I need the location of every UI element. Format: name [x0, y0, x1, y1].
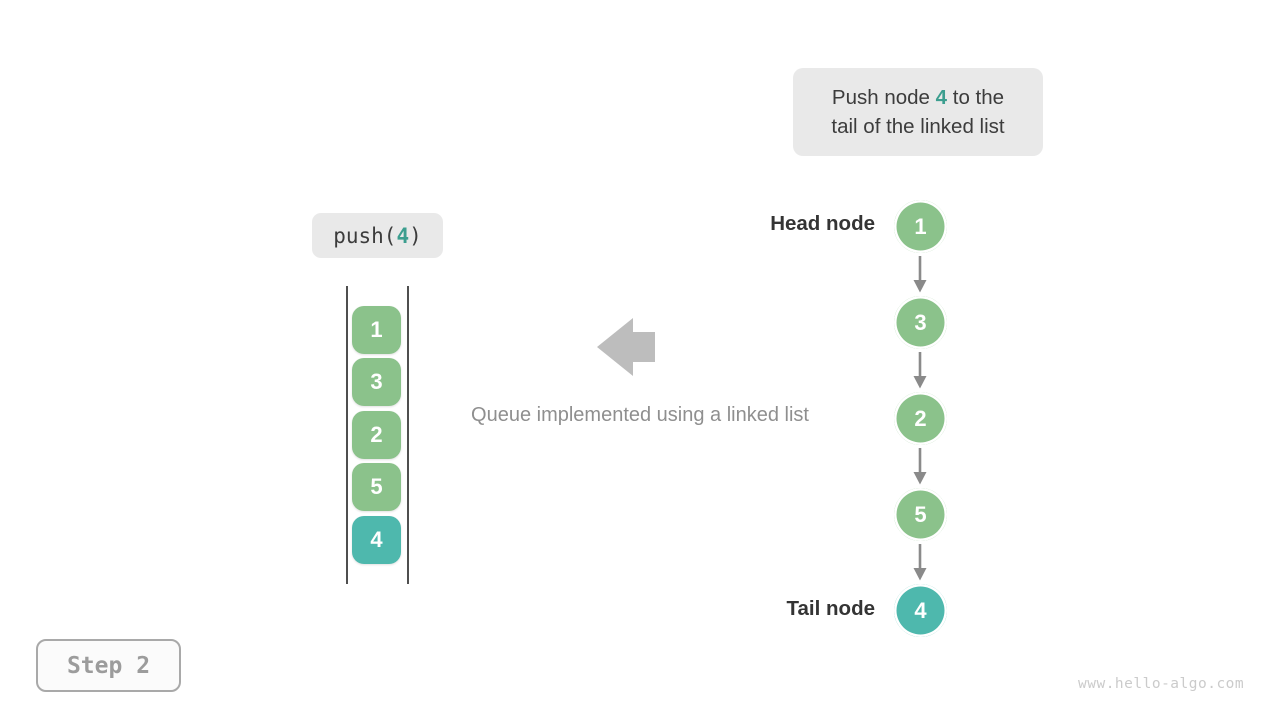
step-badge: Step 2	[36, 639, 181, 692]
linked-list-node: 4	[891, 581, 950, 640]
node-value: 4	[914, 597, 927, 623]
node-value: 1	[914, 213, 927, 239]
node-value: 2	[914, 405, 927, 431]
diagram-caption: Queue implemented using a linked list	[471, 404, 809, 426]
queue-item-value: 5	[370, 474, 383, 499]
callout-text: to the	[947, 86, 1005, 109]
queue-item-value: 3	[370, 369, 383, 394]
queue-item-value: 4	[370, 527, 383, 552]
left-block-arrow-icon	[597, 318, 655, 376]
callout-line-2: tail of the linked list	[831, 115, 1005, 138]
callout-value: 4	[935, 86, 948, 109]
operation-pre: push(	[333, 223, 397, 248]
arrow-down-icon	[913, 448, 927, 485]
queue-item: 2	[352, 411, 401, 459]
linked-list-node: 1	[891, 197, 950, 256]
queue-item: 1	[352, 306, 401, 354]
callout-text: Push node	[831, 86, 936, 109]
queue-item: 4	[352, 516, 401, 564]
operation-post: )	[409, 223, 422, 248]
queue-item-value: 1	[370, 317, 383, 342]
watermark-url: www.hello-algo.com	[1078, 676, 1245, 692]
linked-list-node: 5	[891, 485, 950, 544]
queue-item: 3	[352, 358, 401, 406]
push-annotation-callout: Push node 4 to the tail of the linked li…	[793, 68, 1043, 156]
node-value: 3	[914, 309, 927, 335]
queue-rail-right	[407, 286, 409, 584]
arrow-down-icon	[913, 544, 927, 581]
callout-line-1: Push node 4 to the	[832, 83, 1004, 112]
linked-list-node: 3	[891, 293, 950, 352]
tail-node-label: Tail node	[786, 597, 875, 620]
operation-value: 4	[396, 223, 410, 248]
queue-item: 5	[352, 463, 401, 511]
queue-rail-left	[346, 286, 348, 584]
node-value: 5	[914, 501, 927, 527]
head-node-label: Head node	[770, 212, 875, 235]
arrow-down-icon	[913, 352, 927, 389]
linked-list-node: 2	[891, 389, 950, 448]
queue-item-value: 2	[370, 422, 383, 447]
arrow-down-icon	[913, 256, 927, 293]
operation-label: push(4)	[312, 213, 443, 258]
step-label: Step 2	[66, 652, 151, 679]
